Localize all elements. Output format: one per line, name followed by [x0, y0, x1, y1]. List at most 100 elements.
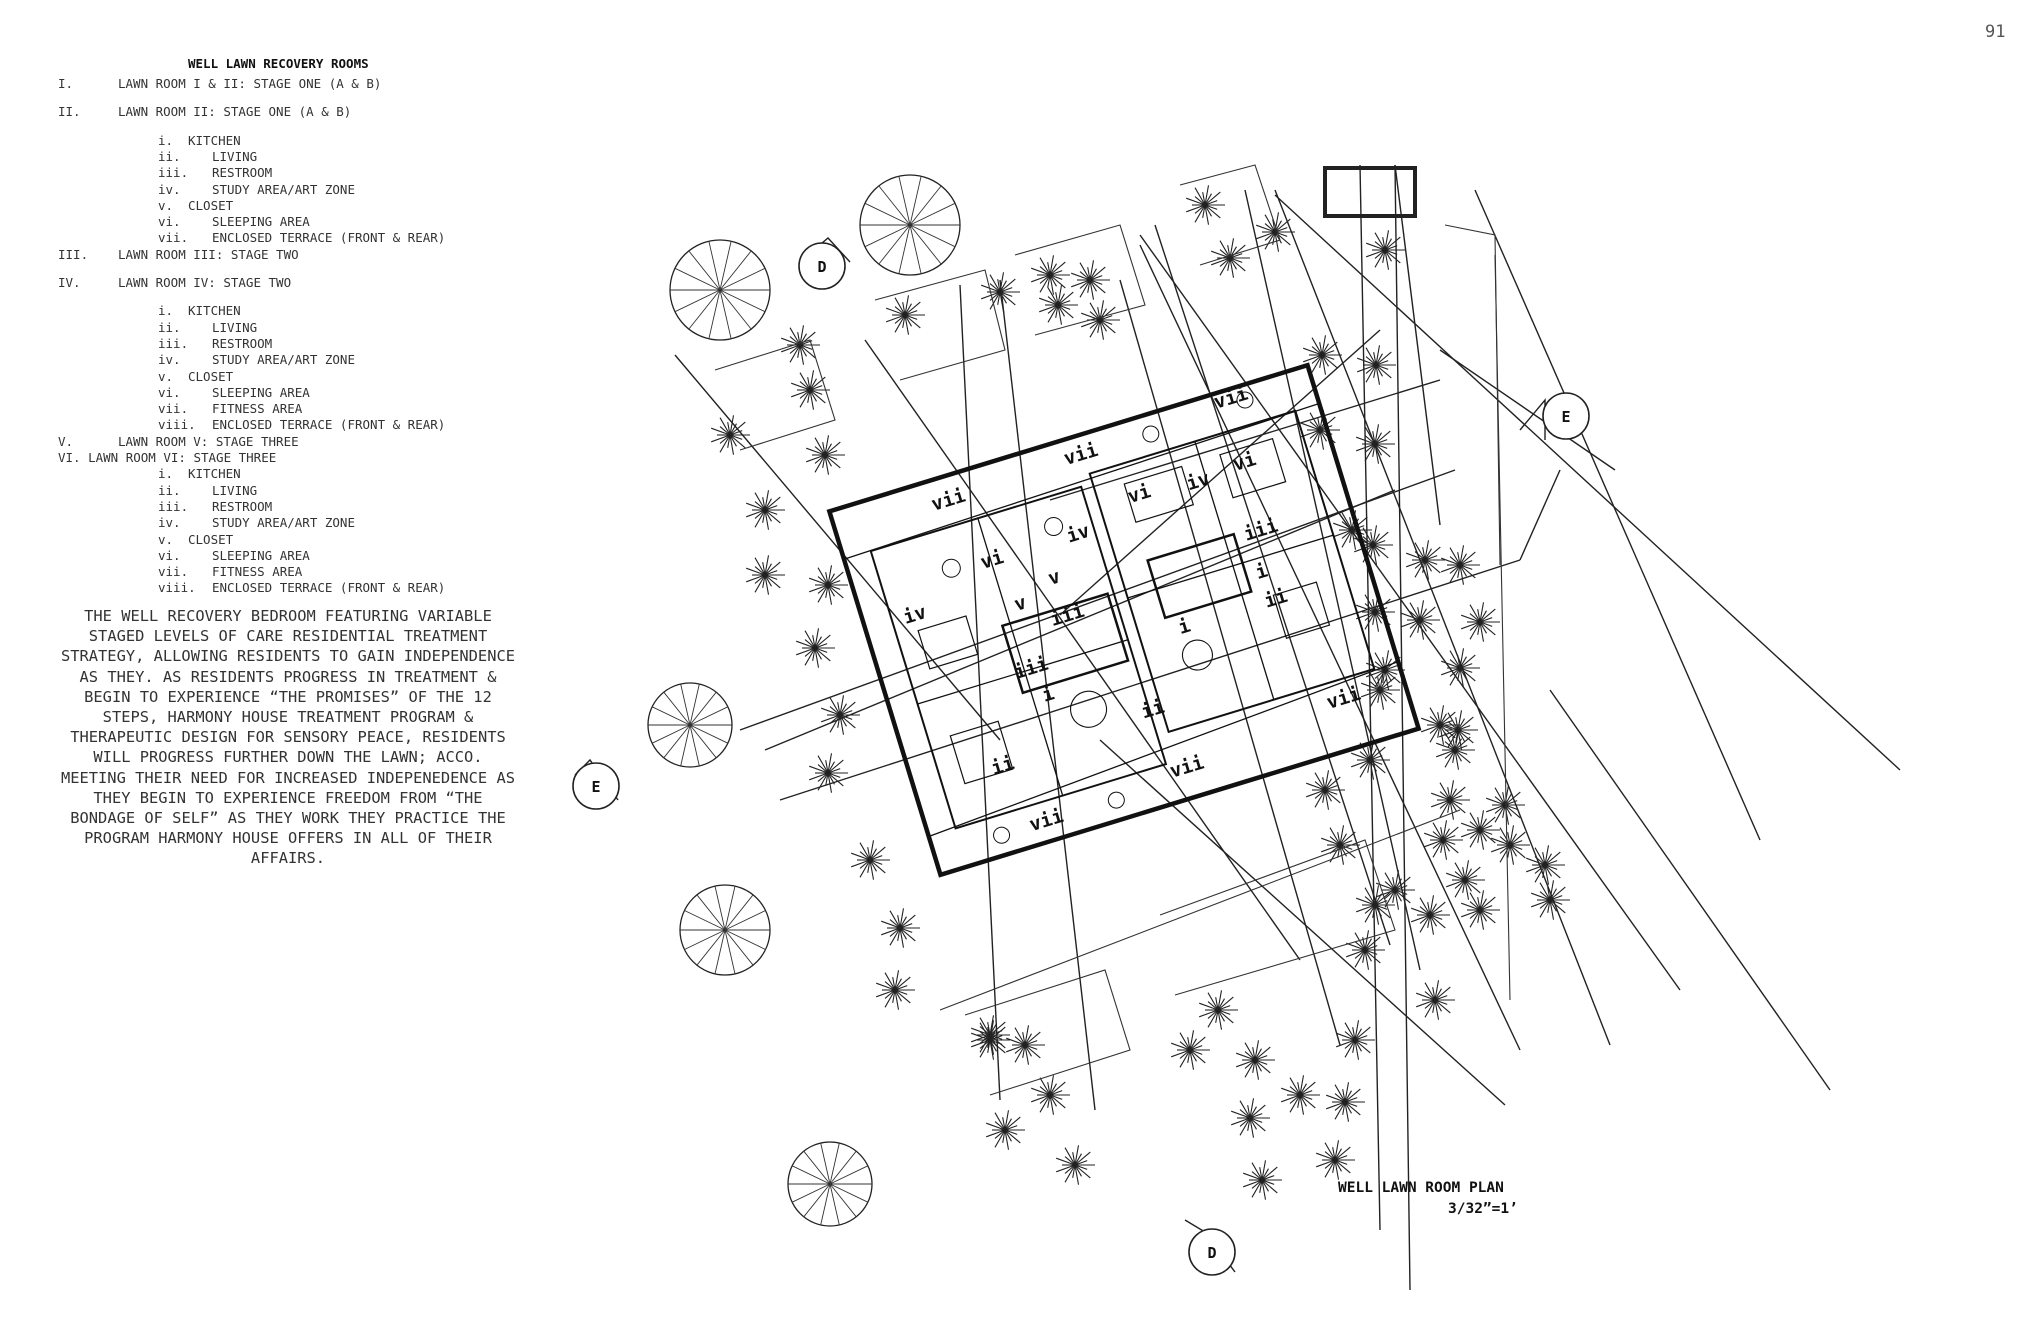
conifer-tree-icon: [746, 555, 785, 595]
conifer-tree-icon: [1316, 1140, 1355, 1180]
legend-room-name: LAWN ROOM IV: STAGE TWO: [118, 275, 292, 290]
room-label-living: ii: [989, 752, 1017, 780]
room-label-terrace: vii: [929, 485, 968, 516]
conifer-tree-icon: [1421, 705, 1460, 745]
legend-room: III. LAWN ROOM III: STAGE TWO: [58, 247, 299, 263]
conifer-tree-icon: [1461, 890, 1500, 930]
legend-item: ii.LIVING: [158, 483, 257, 499]
lot-outline: [1179, 164, 1281, 266]
conifer-tree-icon: [1336, 1020, 1375, 1060]
lot-outline: [874, 269, 1006, 381]
conifer-tree-icon: [1326, 1082, 1365, 1122]
room-label-closet: v: [1012, 591, 1029, 615]
lot-outline: [1494, 254, 1511, 1001]
site-line: [1394, 164, 1411, 1291]
legend-item-label: FITNESS AREA: [212, 401, 303, 417]
conifer-tree-icon: [1416, 980, 1455, 1020]
legend-item: vi. SLEEPING AREA: [158, 214, 310, 230]
room-label-living: ii: [1139, 696, 1167, 724]
conifer-tree-icon: [796, 628, 835, 668]
room-label-closet: v: [1046, 565, 1063, 589]
legend-item-label: RESTROOM: [212, 165, 273, 181]
legend-room: I.LAWN ROOM I & II: STAGE ONE (A & B): [58, 76, 381, 92]
legend-item-numeral: v.: [158, 368, 174, 384]
lot-outline: [964, 969, 1131, 1096]
conifer-tree-icon: [981, 272, 1020, 312]
conifer-tree-icon: [1401, 600, 1440, 640]
room-label-living: ii: [1262, 585, 1290, 613]
conifer-tree-icon: [1361, 670, 1400, 710]
legend-item-label: SLEEPING AREA: [212, 214, 310, 230]
conifer-tree-icon: [1071, 260, 1110, 300]
legend-item-label: STUDY AREA/ART ZONE: [212, 181, 355, 197]
legend-item-label: CLOSET: [188, 368, 234, 384]
conifer-tree-icon: [1461, 810, 1500, 850]
legend-room-numeral: III.: [58, 246, 89, 262]
conifer-tree-icon: [1211, 238, 1250, 278]
legend-item-numeral: vii.: [158, 401, 189, 417]
legend-item: ii.LIVING: [158, 320, 257, 336]
deciduous-tree-icon: [787, 1141, 873, 1227]
site-line: [1274, 189, 1611, 1046]
legend-item: iii.RESTROOM: [158, 336, 272, 352]
legend-item-label: LIVING: [212, 148, 258, 164]
deciduous-tree-icon: [669, 239, 771, 341]
section-marker-d: D: [1184, 1219, 1236, 1276]
room-label-study: iv: [901, 601, 929, 629]
legend-room: V.LAWN ROOM V: STAGE THREE: [58, 434, 299, 450]
site-line: [1244, 189, 1421, 971]
marker-circle: [572, 762, 620, 810]
legend-item-numeral: viii.: [158, 417, 196, 433]
conifer-tree-icon: [876, 970, 915, 1010]
legend-item-label: STUDY AREA/ART ZONE: [212, 352, 355, 368]
legend-item-label: KITCHEN: [188, 466, 241, 482]
legend-item-numeral: v.: [158, 197, 174, 213]
conifer-tree-icon: [809, 565, 848, 605]
legend-room-numeral: I.: [58, 76, 74, 91]
legend-item-label: ENCLOSED TERRACE (FRONT & REAR): [212, 580, 446, 596]
site-line: [1549, 689, 1831, 1091]
site-line: [674, 354, 1001, 741]
site-line: [1274, 194, 1901, 771]
conifer-tree-icon: [1006, 1025, 1045, 1065]
conifer-tree-icon: [1303, 335, 1342, 375]
conifer-tree-icon: [851, 840, 890, 880]
lot-outline: [1014, 224, 1146, 336]
legend-item-label: STUDY AREA/ART ZONE: [212, 515, 355, 531]
legend-item: viii.ENCLOSED TERRACE (FRONT & REAR): [158, 580, 445, 596]
conifer-tree-icon: [1243, 1160, 1282, 1200]
site-line: [1359, 164, 1381, 1231]
legend-room-numeral: VI.: [58, 450, 81, 465]
room-label-terrace: vii: [1027, 805, 1066, 836]
site-line: [1519, 469, 1561, 561]
legend-item-label: RESTROOM: [212, 335, 273, 351]
site-line: [779, 559, 1521, 801]
section-marker-d: D: [798, 237, 851, 290]
legend-room-numeral: IV.: [58, 275, 81, 290]
site-line: [999, 279, 1096, 1111]
lot-outline: [1444, 224, 1501, 566]
legend-item-numeral: iv.: [158, 181, 181, 197]
legend-item-label: RESTROOM: [212, 498, 273, 514]
legend-item: iv. STUDY AREA/ART ZONE: [158, 515, 355, 531]
lot-outline: [714, 339, 836, 451]
legend-item: vii.FITNESS AREA: [158, 564, 302, 580]
conifer-tree-icon: [806, 435, 845, 475]
conifer-tree-icon: [1441, 648, 1480, 688]
conifer-tree-icon: [1236, 1040, 1275, 1080]
deciduous-trees: [647, 174, 961, 1227]
conifer-tree-icon: [1431, 780, 1470, 820]
conifer-tree-icon: [791, 370, 830, 410]
room-label-study: iv: [1184, 467, 1212, 495]
legend-item: v. CLOSET: [158, 369, 233, 385]
legend-item-numeral: iii.: [158, 498, 189, 514]
legend-item: vi.SLEEPING AREA: [158, 385, 310, 401]
legend-item-numeral: vi.: [158, 214, 181, 230]
legend-room-name: LAWN ROOM III: STAGE TWO: [118, 246, 299, 262]
lot-outline: [1159, 839, 1396, 996]
conifer-tree-icon: [1461, 602, 1500, 642]
legend-item-label: ENCLOSED TERRACE (FRONT & REAR): [212, 417, 446, 433]
legend-item-numeral: iv.: [158, 515, 181, 531]
legend-title: WELL LAWN RECOVERY ROOMS: [188, 56, 369, 71]
room-label-kitchen: i: [1039, 682, 1056, 706]
